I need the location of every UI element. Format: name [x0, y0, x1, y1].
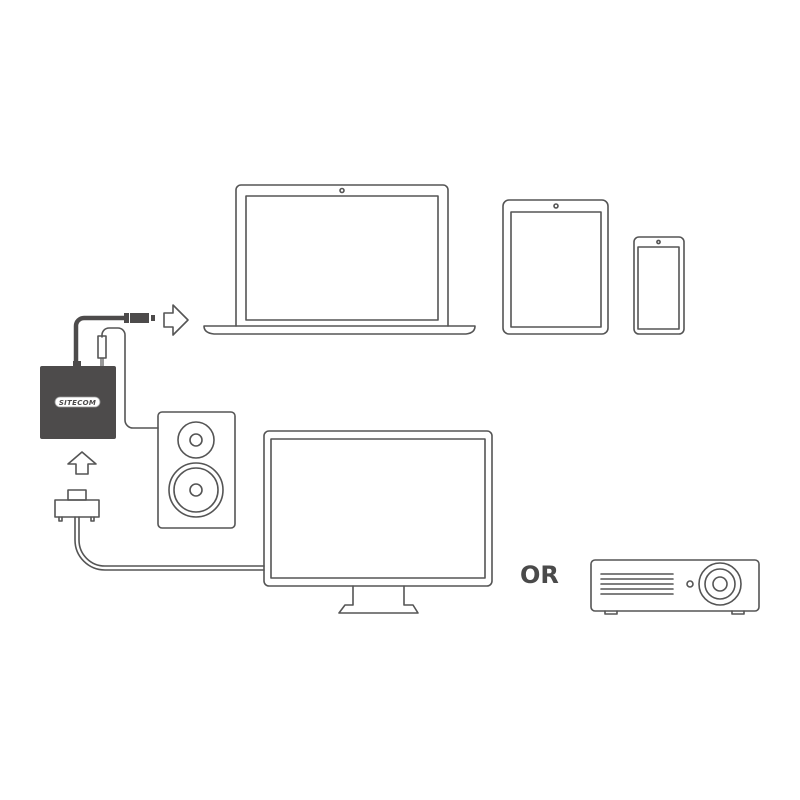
arrow-up-icon [67, 451, 97, 475]
phone-icon [633, 236, 685, 335]
video-connector [54, 489, 100, 522]
projector-icon [590, 559, 760, 615]
video-cable [74, 516, 265, 571]
laptop-icon [203, 184, 476, 335]
audio-plug [97, 335, 107, 359]
or-separator-label: OR [520, 561, 559, 589]
monitor-icon [263, 430, 493, 614]
tablet-icon [502, 199, 609, 335]
arrow-right-icon [163, 304, 189, 336]
adapter-brand-label: SITECOM [59, 399, 96, 407]
usb-c-cable [73, 313, 155, 366]
sitecom-adapter: SITECOM [40, 366, 116, 439]
audio-cable [101, 327, 159, 429]
speaker-icon [157, 411, 236, 529]
